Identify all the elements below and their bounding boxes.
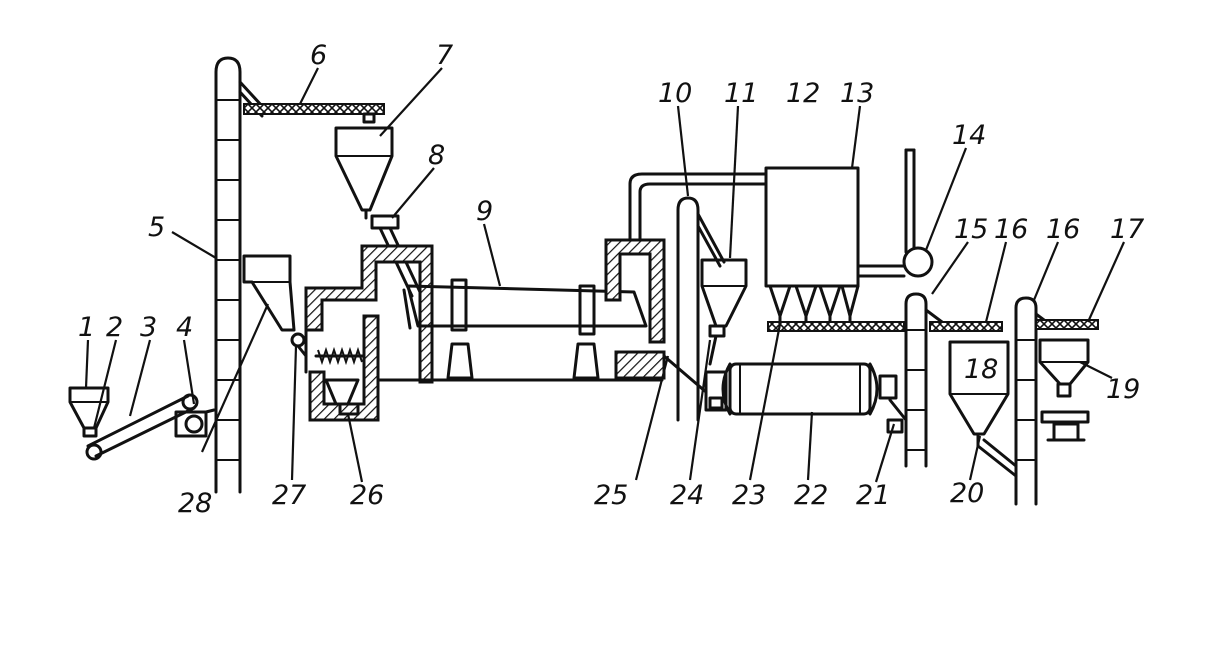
label-17: 17 [1110,214,1144,245]
gas-duct [628,172,768,242]
bucket-elevator-5 [214,56,264,494]
belt-conveyor-17 [1035,319,1099,330]
label-24: 24 [670,480,704,511]
furnace-chamber [304,244,434,422]
fuel-hopper-27 [242,254,308,358]
label-22: 22 [794,480,828,511]
label-4: 4 [176,312,193,343]
hopper-11 [700,258,748,366]
label-20: 20 [950,478,984,509]
label-19: 19 [1106,374,1140,405]
label-21: 21 [856,480,890,511]
bucket-elevator-16a [886,292,944,468]
inclined-conveyor-3 [85,393,199,461]
packing-hopper-19 [1038,338,1090,442]
label-11: 11 [724,78,758,109]
feed-hopper-1 [68,386,110,438]
label-2: 2 [106,312,123,343]
belt-conveyor-6 [243,103,385,124]
label-16a: 15 [954,214,988,245]
label-7: 7 [436,40,453,71]
label-14: 14 [952,120,986,151]
label-28: 28 [178,488,212,519]
discharge-chamber [604,238,666,380]
label-5: 5 [148,212,165,243]
leader-lines [84,67,1126,483]
callout-labels: 1 2 3 4 5 6 7 8 9 10 11 12 13 14 15 16 1… [78,40,1144,519]
drive-unit-4 [174,408,216,438]
label-18: 18 [964,354,998,385]
label-27: 27 [272,480,306,511]
label-8: 8 [428,140,445,171]
label-1: 1 [78,312,95,343]
bag-filter-12 [764,166,860,324]
exhaust-fan-14 [856,148,934,278]
rotary-dryer-9 [376,278,664,382]
label-15: 16 [994,214,1028,245]
label-9: 9 [476,196,493,227]
label-6: 6 [310,40,327,71]
label-10: 10 [658,78,692,109]
ball-mill-22 [662,354,898,416]
label-16b: 16 [1046,214,1080,245]
label-12: 12 [786,78,820,109]
label-23: 23 [732,480,766,511]
belt-conveyor-15 [929,321,1003,332]
label-13: 13 [840,78,874,109]
label-3: 3 [140,312,157,343]
label-26: 26 [350,480,384,511]
hopper-7 [334,126,394,220]
label-25: 25 [594,480,628,511]
screw-conveyor-23 [767,321,905,332]
